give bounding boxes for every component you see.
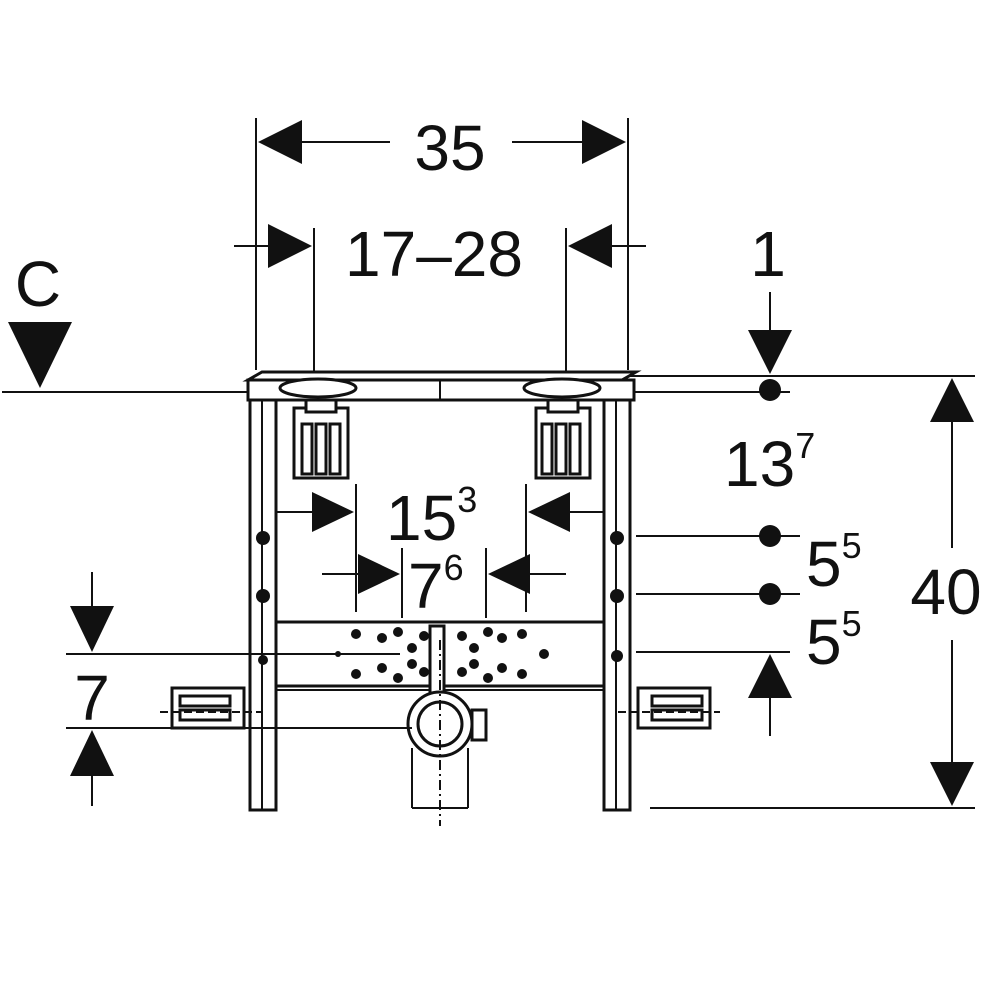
spacing-c-main: 7: [408, 550, 444, 622]
arrow-down-icon: [70, 606, 114, 652]
left-offset-dimension: 7: [66, 572, 412, 806]
spacing-d-main: 5: [806, 528, 842, 600]
arrow-up-icon: [70, 730, 114, 776]
foot-right: [618, 686, 720, 730]
section-marker-label: C: [15, 248, 61, 320]
spacing-d-sup: 5: [842, 525, 862, 566]
top-offset-dimension: 1: [630, 218, 975, 401]
overall-width-dimension: 35: [255, 112, 629, 370]
arrow-right-icon: [358, 554, 400, 594]
svg-text:76: 76: [408, 547, 464, 622]
arrow-left-icon: [568, 224, 612, 268]
svg-text:55: 55: [806, 525, 862, 600]
right-spacing-dimensions: 137 55 55: [636, 425, 862, 736]
spacing-c-dimension: 76: [322, 547, 566, 622]
point-marker-icon: [759, 583, 781, 605]
svg-text:153: 153: [386, 479, 477, 554]
arrow-right-icon: [312, 492, 354, 532]
overall-width-label: 35: [414, 112, 485, 184]
overall-height-dimension: 40: [650, 378, 982, 809]
spacing-b-main: 15: [386, 482, 457, 554]
svg-text:55: 55: [806, 603, 862, 678]
bracket-left: [278, 377, 358, 480]
arrow-right-icon: [582, 120, 626, 164]
left-offset-label: 7: [74, 662, 110, 734]
spacing-b-dimension: 153: [276, 479, 604, 612]
spacing-a-sup: 7: [795, 425, 815, 466]
overall-height-label: 40: [910, 556, 981, 628]
arrow-left-icon: [528, 492, 570, 532]
spacing-c-sup: 6: [444, 547, 464, 588]
adjust-range-dimension: 17–28: [234, 218, 646, 380]
arrow-left-icon: [258, 120, 302, 164]
spacing-a-main: 13: [724, 428, 795, 500]
top-offset-label: 1: [750, 218, 786, 290]
spacing-e-main: 5: [806, 606, 842, 678]
foot-left: [160, 686, 262, 730]
cross-rail-holes: [335, 627, 549, 683]
arrow-down-icon: [8, 322, 72, 388]
spacing-b-sup: 3: [457, 479, 477, 520]
bracket-right: [522, 377, 602, 480]
svg-text:137: 137: [724, 425, 815, 500]
spacing-e-sup: 5: [842, 603, 862, 644]
adjust-range-label: 17–28: [345, 218, 523, 290]
arrow-down-icon: [748, 330, 792, 374]
arrow-down-icon: [930, 762, 974, 806]
arrow-up-icon: [748, 654, 792, 698]
arrow-up-icon: [930, 378, 974, 422]
frame: [160, 370, 720, 826]
arrow-left-icon: [488, 554, 530, 594]
arrow-right-icon: [268, 224, 312, 268]
point-marker-icon: [759, 525, 781, 547]
point-marker-icon: [759, 379, 781, 401]
